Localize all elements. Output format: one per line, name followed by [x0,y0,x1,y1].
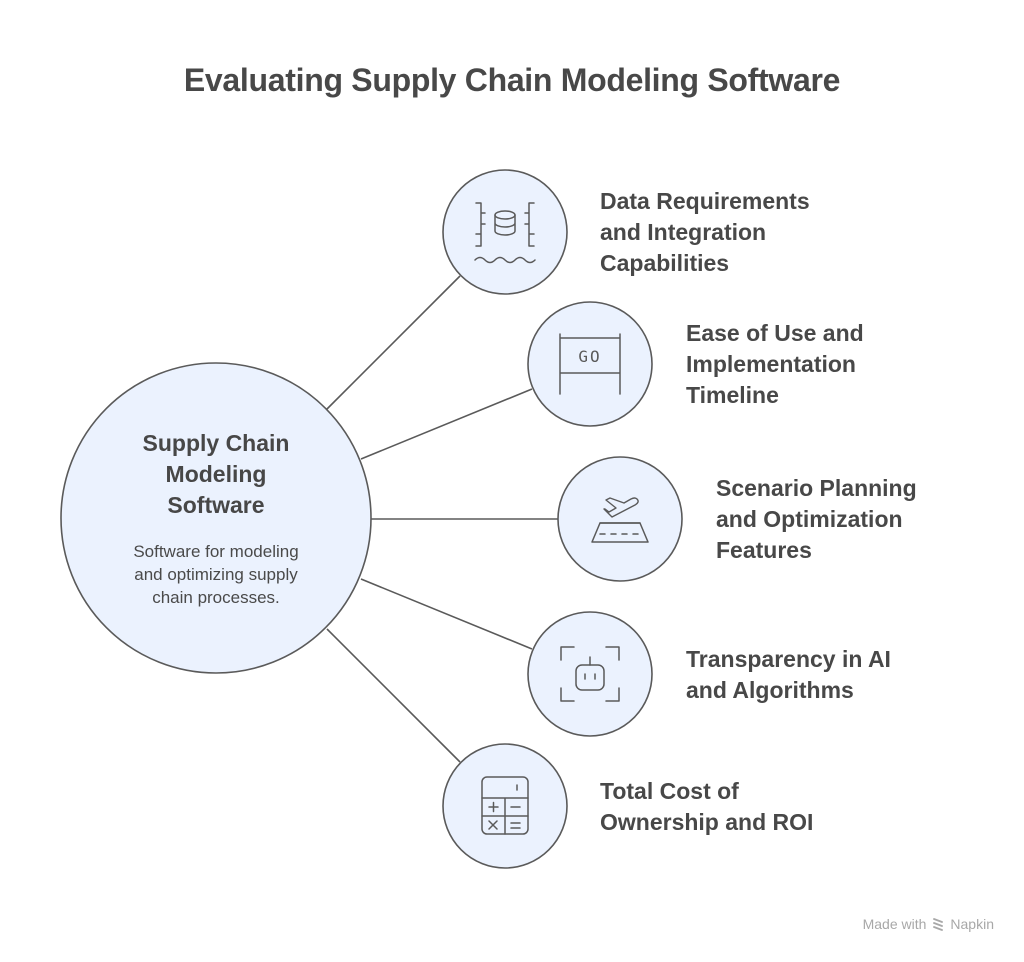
label-line: Implementation [686,351,856,377]
central-node-title: Supply Chain Modeling Software [96,428,336,521]
central-title-line: Modeling [165,461,267,487]
node-circle-3 [557,456,683,582]
label-line: Features [716,537,812,563]
go-gate-icon: GO [559,333,621,395]
napkin-logo-icon [933,918,944,931]
label-line: Timeline [686,382,779,408]
connector-1 [326,275,461,410]
node-label-scenario-planning: Scenario Planning and Optimization Featu… [716,473,917,566]
node-circle-1 [442,169,568,295]
made-with-text: Made with [862,916,927,932]
airplane-takeoff-icon [591,497,649,543]
node-label-ease-of-use: Ease of Use and Implementation Timeline [686,318,864,411]
node-label-transparency: Transparency in AI and Algorithms [686,644,891,706]
connector-2 [360,388,533,460]
connector-5 [326,628,461,763]
diagram-title: Evaluating Supply Chain Modeling Softwar… [183,62,841,98]
central-desc-line: Software for modeling [133,542,299,561]
made-with-napkin-badge[interactable]: Made with Napkin [863,916,994,932]
node-circle-2 [527,301,653,427]
label-line: Ease of Use and [686,320,864,346]
node-label-total-cost: Total Cost of Ownership and ROI [600,776,813,838]
napkin-brand-text: Napkin [950,916,994,932]
central-desc-line: and optimizing supply [134,565,298,584]
svg-text:GO: GO [578,347,601,366]
database-icon [474,202,536,264]
label-line: Scenario Planning [716,475,917,501]
label-line: Data Requirements [600,188,810,214]
label-line: Total Cost of [600,778,739,804]
label-line: Transparency in AI [686,646,891,672]
connector-4 [360,578,533,650]
central-node [60,362,372,674]
label-line: and Optimization [716,506,903,532]
robot-focus-icon [560,646,620,702]
central-desc-line: chain processes. [152,588,280,607]
calculator-icon [481,776,529,835]
node-circle-4 [527,611,653,737]
node-label-data-requirements: Data Requirements and Integration Capabi… [600,186,810,279]
central-node-description: Software for modeling and optimizing sup… [96,540,336,609]
label-line: and Integration [600,219,767,245]
label-line: and Algorithms [686,677,854,703]
central-title-line: Software [167,492,265,518]
central-title-line: Supply Chain [142,430,290,456]
label-line: Capabilities [600,250,730,276]
label-line: Ownership and ROI [600,809,814,835]
